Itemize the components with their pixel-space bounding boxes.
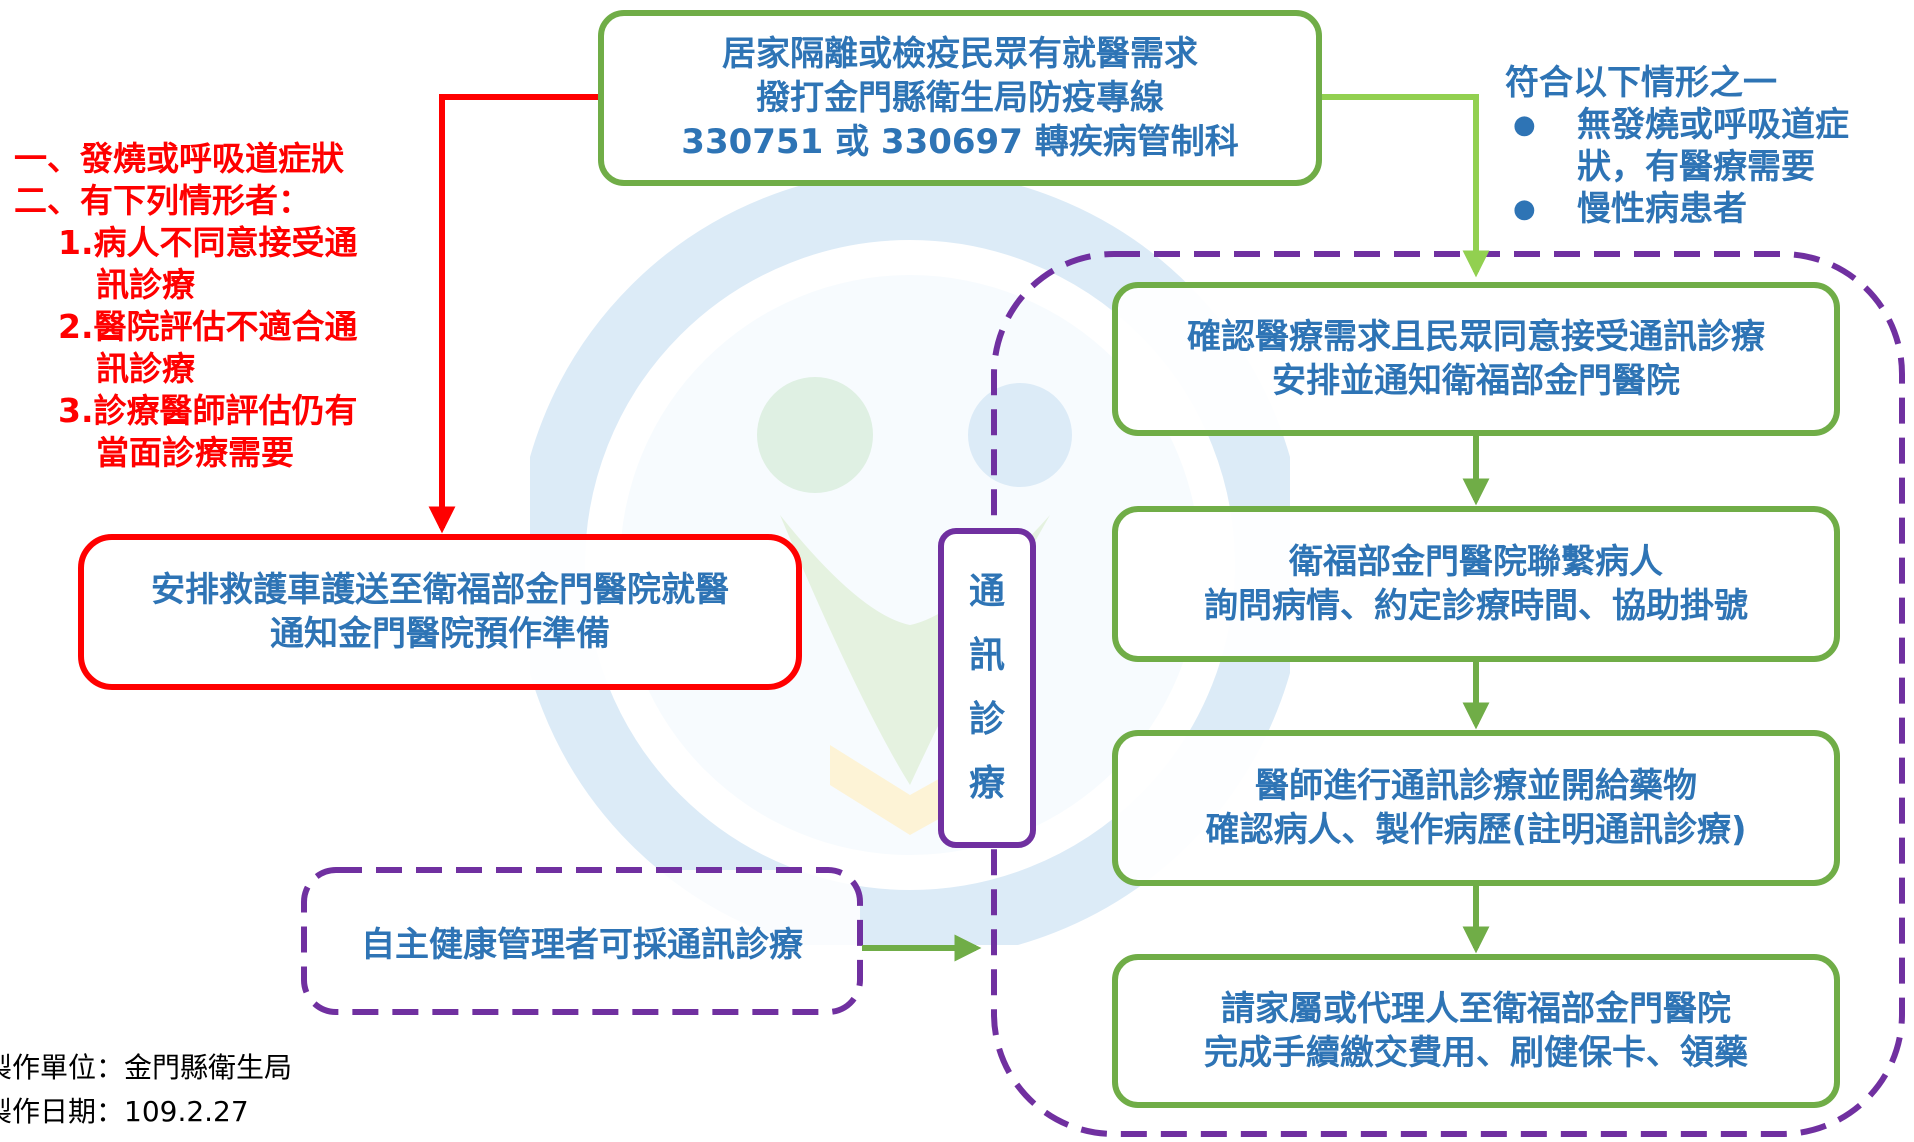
red-condition-2b: 2.醫院評估不適合通	[58, 307, 358, 346]
telemedicine-char-1: 通	[968, 571, 1005, 612]
ambulance-line-1: 安排救護車護送至衛福部金門醫院就醫	[151, 570, 729, 610]
self-health-box: 自主健康管理者可採通訊診療	[304, 870, 860, 1012]
step-2-line-1: 衛福部金門醫院聯繫病人	[1289, 542, 1663, 582]
criteria-item-2: ● 慢性病患者	[1505, 188, 1905, 230]
ambulance-line-2: 通知金門醫院預作準備	[270, 614, 610, 654]
step-4-box: 請家屬或代理人至衛福部金門醫院 完成手續繳交費用、刷健保卡、領藥	[1112, 954, 1840, 1108]
step-1-line-2: 安排並通知衛福部金門醫院	[1272, 361, 1680, 401]
red-condition-2b-cont: 訊診療	[96, 349, 195, 388]
criteria-title: 符合以下情形之一	[1505, 63, 1777, 103]
step-2-line-2: 詢問病情、約定診療時間、協助掛號	[1204, 586, 1748, 626]
hotline-line-1: 居家隔離或檢疫民眾有就醫需求	[722, 34, 1198, 74]
bullet-icon: ●	[1513, 110, 1536, 140]
watermark-head-left	[757, 377, 873, 493]
ambulance-box: 安排救護車護送至衛福部金門醫院就醫 通知金門醫院預作準備	[78, 534, 802, 690]
footer-date: 製作日期：109.2.27	[0, 1095, 249, 1128]
criteria-list: 符合以下情形之一 ● 無發燒或呼吸道症 狀，有醫療需要 ● 慢性病患者	[1505, 62, 1905, 230]
step-2-box: 衛福部金門醫院聯繫病人 詢問病情、約定診療時間、協助掛號	[1112, 506, 1840, 662]
red-condition-2a-cont: 訊診療	[96, 265, 195, 304]
hotline-line-2: 撥打金門縣衛生局防疫專線	[756, 78, 1164, 118]
footer-unit: 製作單位：金門縣衛生局	[0, 1051, 293, 1084]
self-health-text: 自主健康管理者可採通訊診療	[361, 924, 803, 965]
light-green-connector	[1322, 94, 1490, 278]
red-condition-2a: 1.病人不同意接受通	[58, 223, 358, 262]
red-connector	[428, 94, 604, 534]
red-condition-1: 一、發燒或呼吸道症狀	[14, 139, 344, 178]
step-1-line-1: 確認醫療需求且民眾同意接受通訊診療	[1187, 317, 1765, 357]
criteria-item-1-cont: 狀，有醫療需要	[1505, 146, 1905, 188]
step-1-box: 確認醫療需求且民眾同意接受通訊診療 安排並通知衛福部金門醫院	[1112, 282, 1840, 436]
red-conditions: 一、發燒或呼吸道症狀 二、有下列情形者： 1.病人不同意接受通 訊診療 2.醫院…	[0, 138, 400, 474]
telemedicine-char-2: 訊	[968, 635, 1005, 676]
red-condition-2: 二、有下列情形者：	[14, 181, 311, 220]
step-4-line-1: 請家屬或代理人至衛福部金門醫院	[1221, 989, 1731, 1029]
criteria-item-2-line-1: 慢性病患者	[1577, 189, 1747, 229]
self-health-box-border	[301, 867, 863, 1015]
footer-credits: 製作單位：金門縣衛生局 製作日期：109.2.27	[0, 1046, 292, 1134]
step-3-line-2: 確認病人、製作病歷(註明通訊診療)	[1205, 810, 1747, 850]
red-condition-2c: 3.診療醫師評估仍有	[58, 391, 358, 430]
telemedicine-char-3: 診	[968, 699, 1005, 740]
criteria-item-1: ● 無發燒或呼吸道症	[1505, 104, 1905, 146]
step-3-box: 醫師進行通訊診療並開給藥物 確認病人、製作病歷(註明通訊診療)	[1112, 730, 1840, 886]
criteria-item-1-line-2: 狀，有醫療需要	[1577, 147, 1815, 187]
criteria-item-1-line-1: 無發燒或呼吸道症	[1577, 105, 1849, 145]
bullet-icon: ●	[1513, 194, 1536, 224]
step-3-line-1: 醫師進行通訊診療並開給藥物	[1255, 766, 1697, 806]
telemedicine-label: 通 訊 診 療	[938, 528, 1036, 848]
step-4-line-2: 完成手續繳交費用、刷健保卡、領藥	[1204, 1033, 1748, 1073]
red-condition-2c-cont: 當面診療需要	[96, 433, 294, 472]
hotline-box: 居家隔離或檢疫民眾有就醫需求 撥打金門縣衛生局防疫專線 330751 或 330…	[598, 10, 1322, 186]
hotline-line-3: 330751 或 330697 轉疾病管制科	[681, 122, 1239, 162]
telemedicine-char-4: 療	[968, 763, 1005, 804]
